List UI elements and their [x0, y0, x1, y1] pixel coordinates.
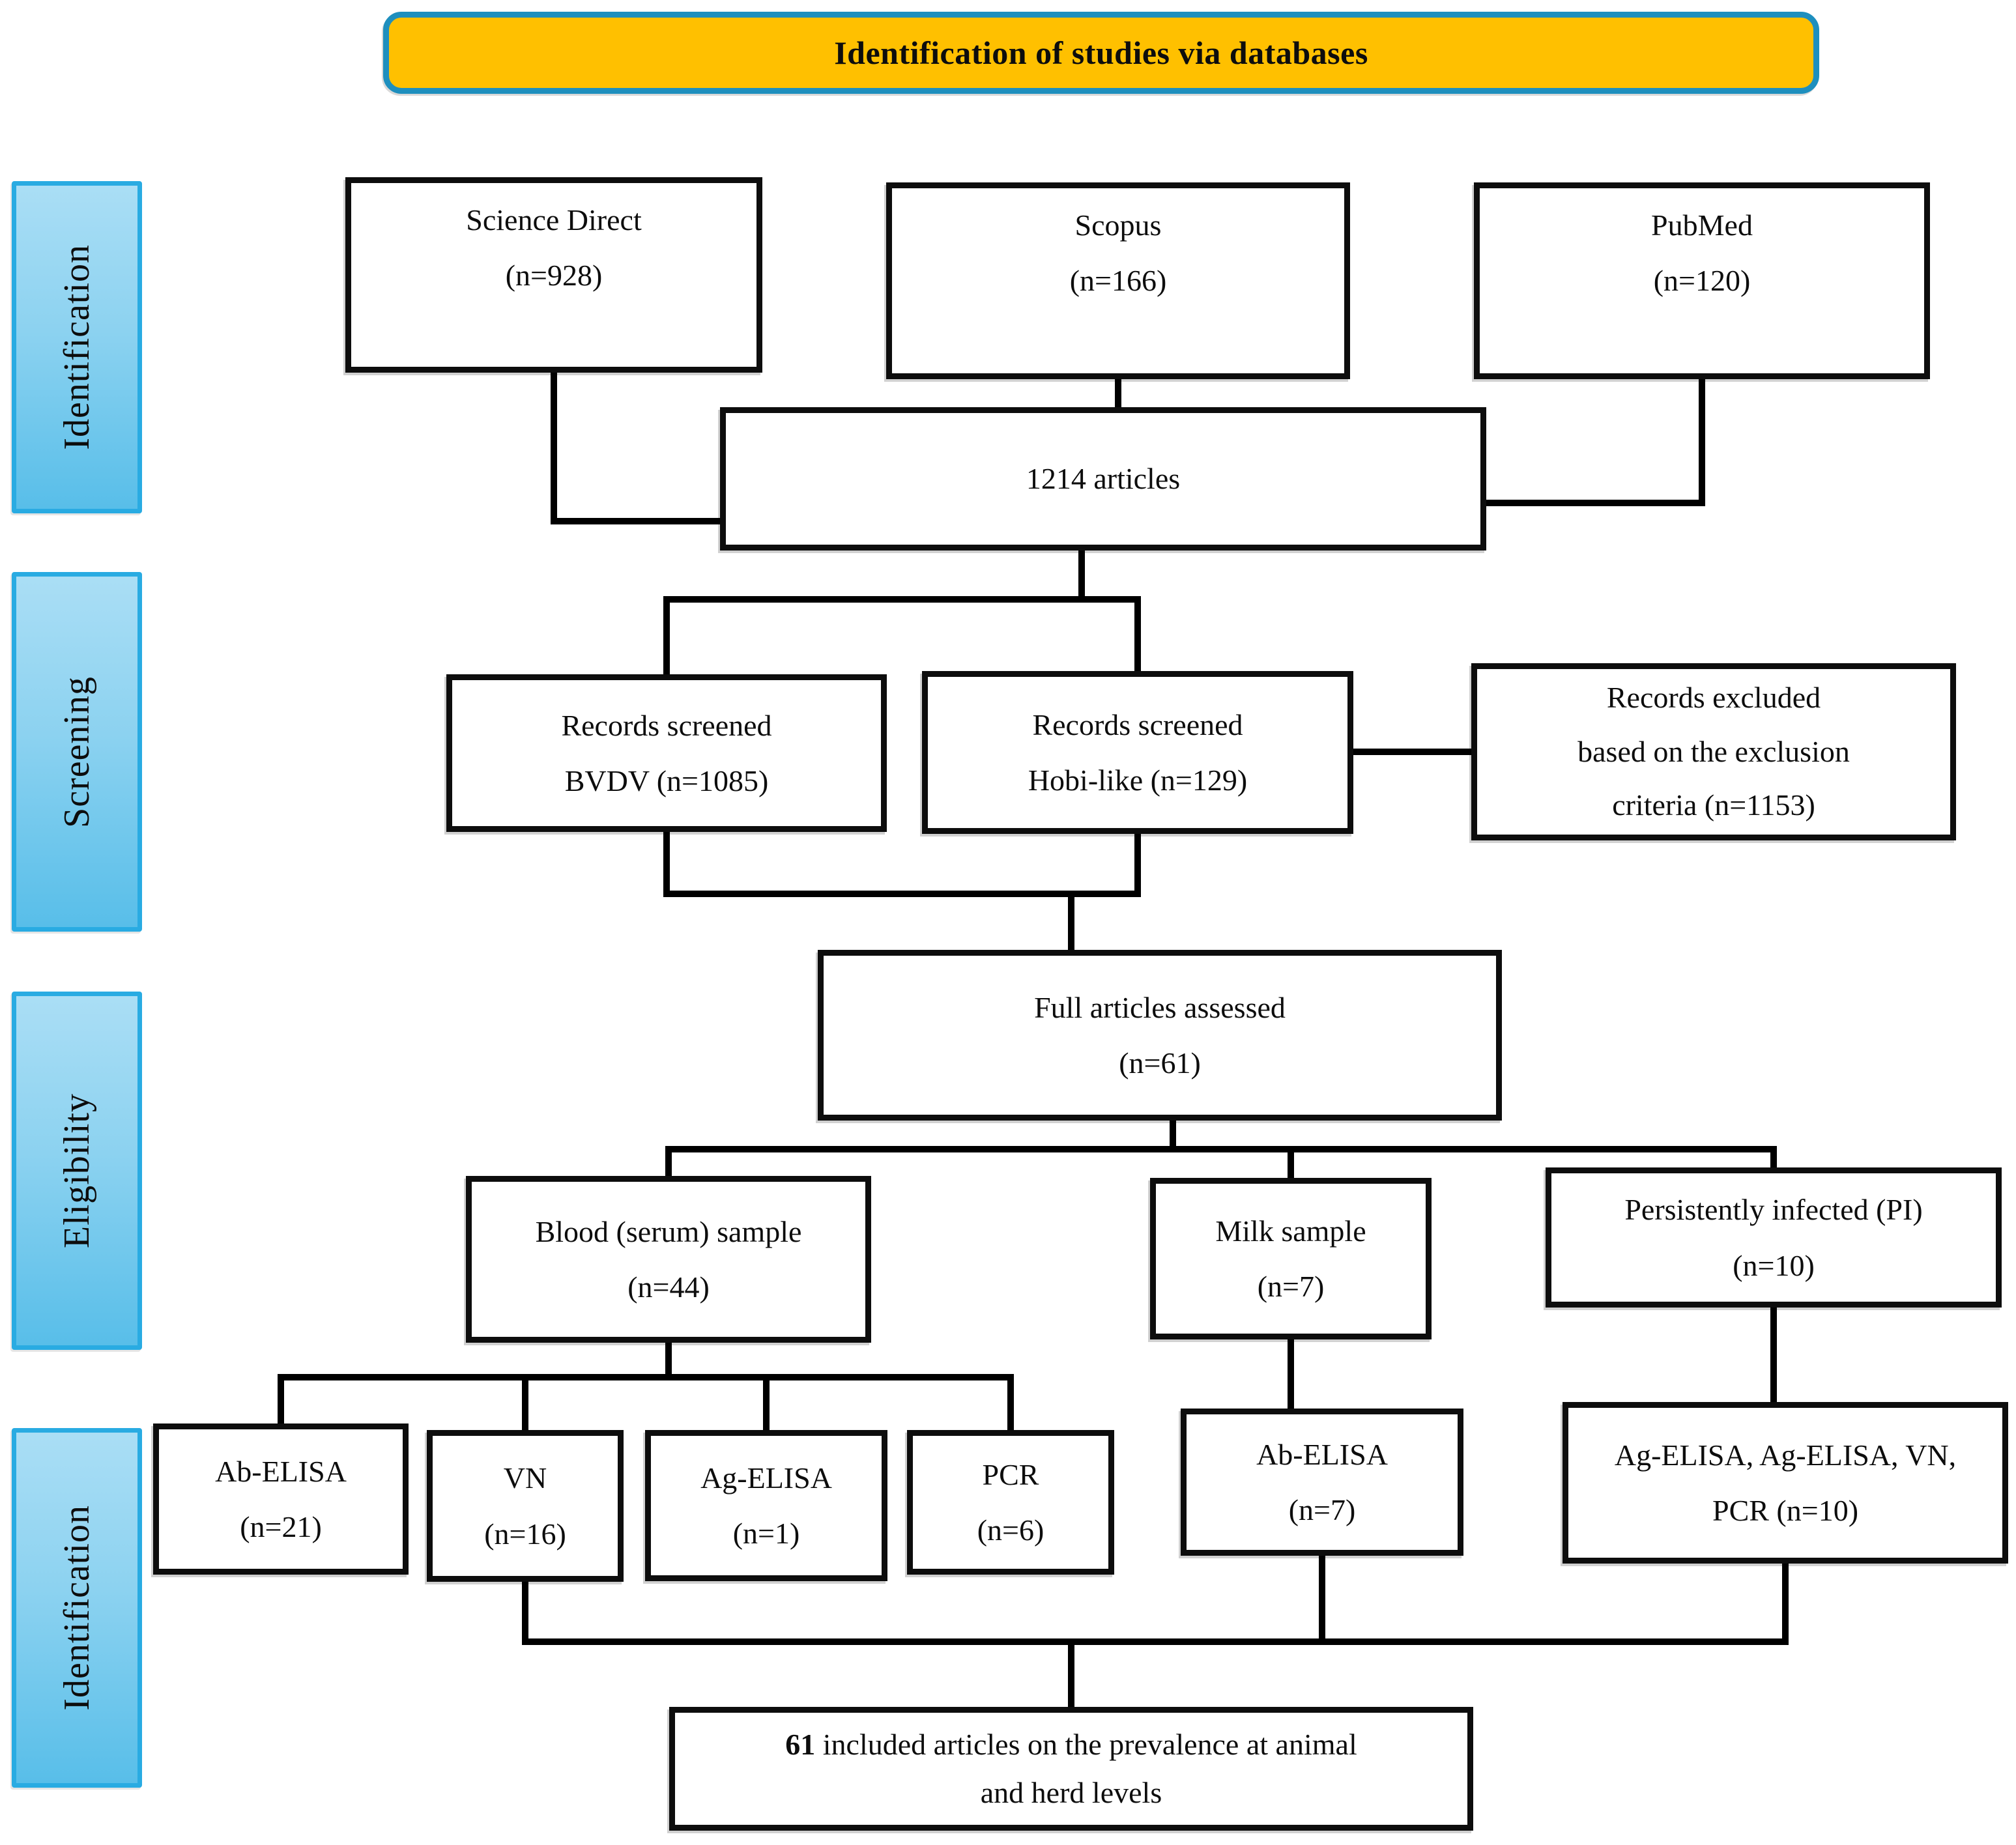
- box-records-screened-bvdv-text: Records screened BVDV (n=1085): [561, 708, 772, 797]
- box-ab-elisa-milk: Ab-ELISA (n=7): [1181, 1409, 1463, 1556]
- box-milk-sample-text: Milk sample (n=7): [1215, 1214, 1366, 1303]
- box-scopus: Scopus (n=166): [886, 182, 1350, 379]
- box-pcr: PCR (n=6): [907, 1430, 1114, 1575]
- box-milk-sample: Milk sample (n=7): [1150, 1178, 1432, 1339]
- box-records-excluded-text: Records excluded based on the exclusion …: [1577, 680, 1850, 822]
- box-ab-elisa-milk-text: Ab-ELISA (n=7): [1256, 1437, 1388, 1526]
- stage-label-text: Screening: [57, 676, 97, 828]
- connector-sciencedirect-to-articles: [551, 370, 725, 524]
- box-persistently-infected: Persistently infected (PI) (n=10): [1546, 1167, 2002, 1308]
- box-blood-sample-text: Blood (serum) sample (n=44): [535, 1214, 802, 1304]
- box-records-excluded: Records excluded based on the exclusion …: [1471, 663, 1956, 840]
- box-records-screened-hobi: Records screened Hobi-like (n=129): [922, 671, 1353, 834]
- box-articles-1214: 1214 articles: [720, 407, 1486, 551]
- banner-title: Identification of studies via databases: [834, 35, 1368, 71]
- box-blood-sample: Blood (serum) sample (n=44): [466, 1176, 871, 1343]
- box-ab-elisa-blood: Ab-ELISA (n=21): [153, 1423, 409, 1575]
- box-records-screened-bvdv: Records screened BVDV (n=1085): [446, 674, 887, 832]
- box-articles-1214-text: 1214 articles: [1026, 462, 1181, 496]
- stage-label-identification-1: Identification: [12, 181, 142, 513]
- connector-pubmed-to-articles: [1482, 377, 1705, 506]
- included-rest: included articles on the prevalence at a…: [822, 1728, 1357, 1809]
- included-count: 61: [785, 1728, 816, 1762]
- box-science-direct-text: Science Direct (n=928): [466, 203, 642, 293]
- box-ag-elisa-blood-text: Ag-ELISA (n=1): [700, 1461, 832, 1550]
- box-pubmed-text: PubMed (n=120): [1651, 208, 1753, 298]
- stage-label-identification-2: Identification: [12, 1428, 142, 1788]
- box-scopus-text: Scopus (n=166): [1069, 208, 1167, 298]
- stage-label-screening: Screening: [12, 572, 142, 932]
- stage-label-text: Eligibility: [57, 1093, 97, 1249]
- box-included-articles-text: 61 included articles on the prevalence a…: [675, 1721, 1467, 1816]
- box-vn-text: VN (n=16): [484, 1461, 566, 1551]
- box-persistently-infected-text: Persistently infected (PI) (n=10): [1624, 1193, 1923, 1282]
- stage-label-text: Identification: [57, 1505, 97, 1711]
- stage-label-text: Identification: [57, 244, 97, 450]
- box-science-direct: Science Direct (n=928): [345, 177, 762, 373]
- box-ag-elisa-blood: Ag-ELISA (n=1): [645, 1430, 887, 1581]
- box-included-articles: 61 included articles on the prevalence a…: [669, 1707, 1473, 1831]
- banner: Identification of studies via databases: [383, 12, 1819, 94]
- box-pi-methods: Ag-ELISA, Ag-ELISA, VN, PCR (n=10): [1562, 1402, 2008, 1564]
- box-full-articles-assessed: Full articles assessed (n=61): [818, 950, 1502, 1121]
- box-pubmed: PubMed (n=120): [1474, 182, 1930, 379]
- box-pcr-text: PCR (n=6): [977, 1457, 1044, 1547]
- box-vn: VN (n=16): [427, 1430, 624, 1582]
- stage-label-eligibility: Eligibility: [12, 992, 142, 1350]
- box-full-articles-assessed-text: Full articles assessed (n=61): [1034, 990, 1286, 1080]
- box-records-screened-hobi-text: Records screened Hobi-like (n=129): [1028, 708, 1248, 797]
- box-pi-methods-text: Ag-ELISA, Ag-ELISA, VN, PCR (n=10): [1614, 1438, 1957, 1527]
- box-ab-elisa-blood-text: Ab-ELISA (n=21): [215, 1454, 347, 1543]
